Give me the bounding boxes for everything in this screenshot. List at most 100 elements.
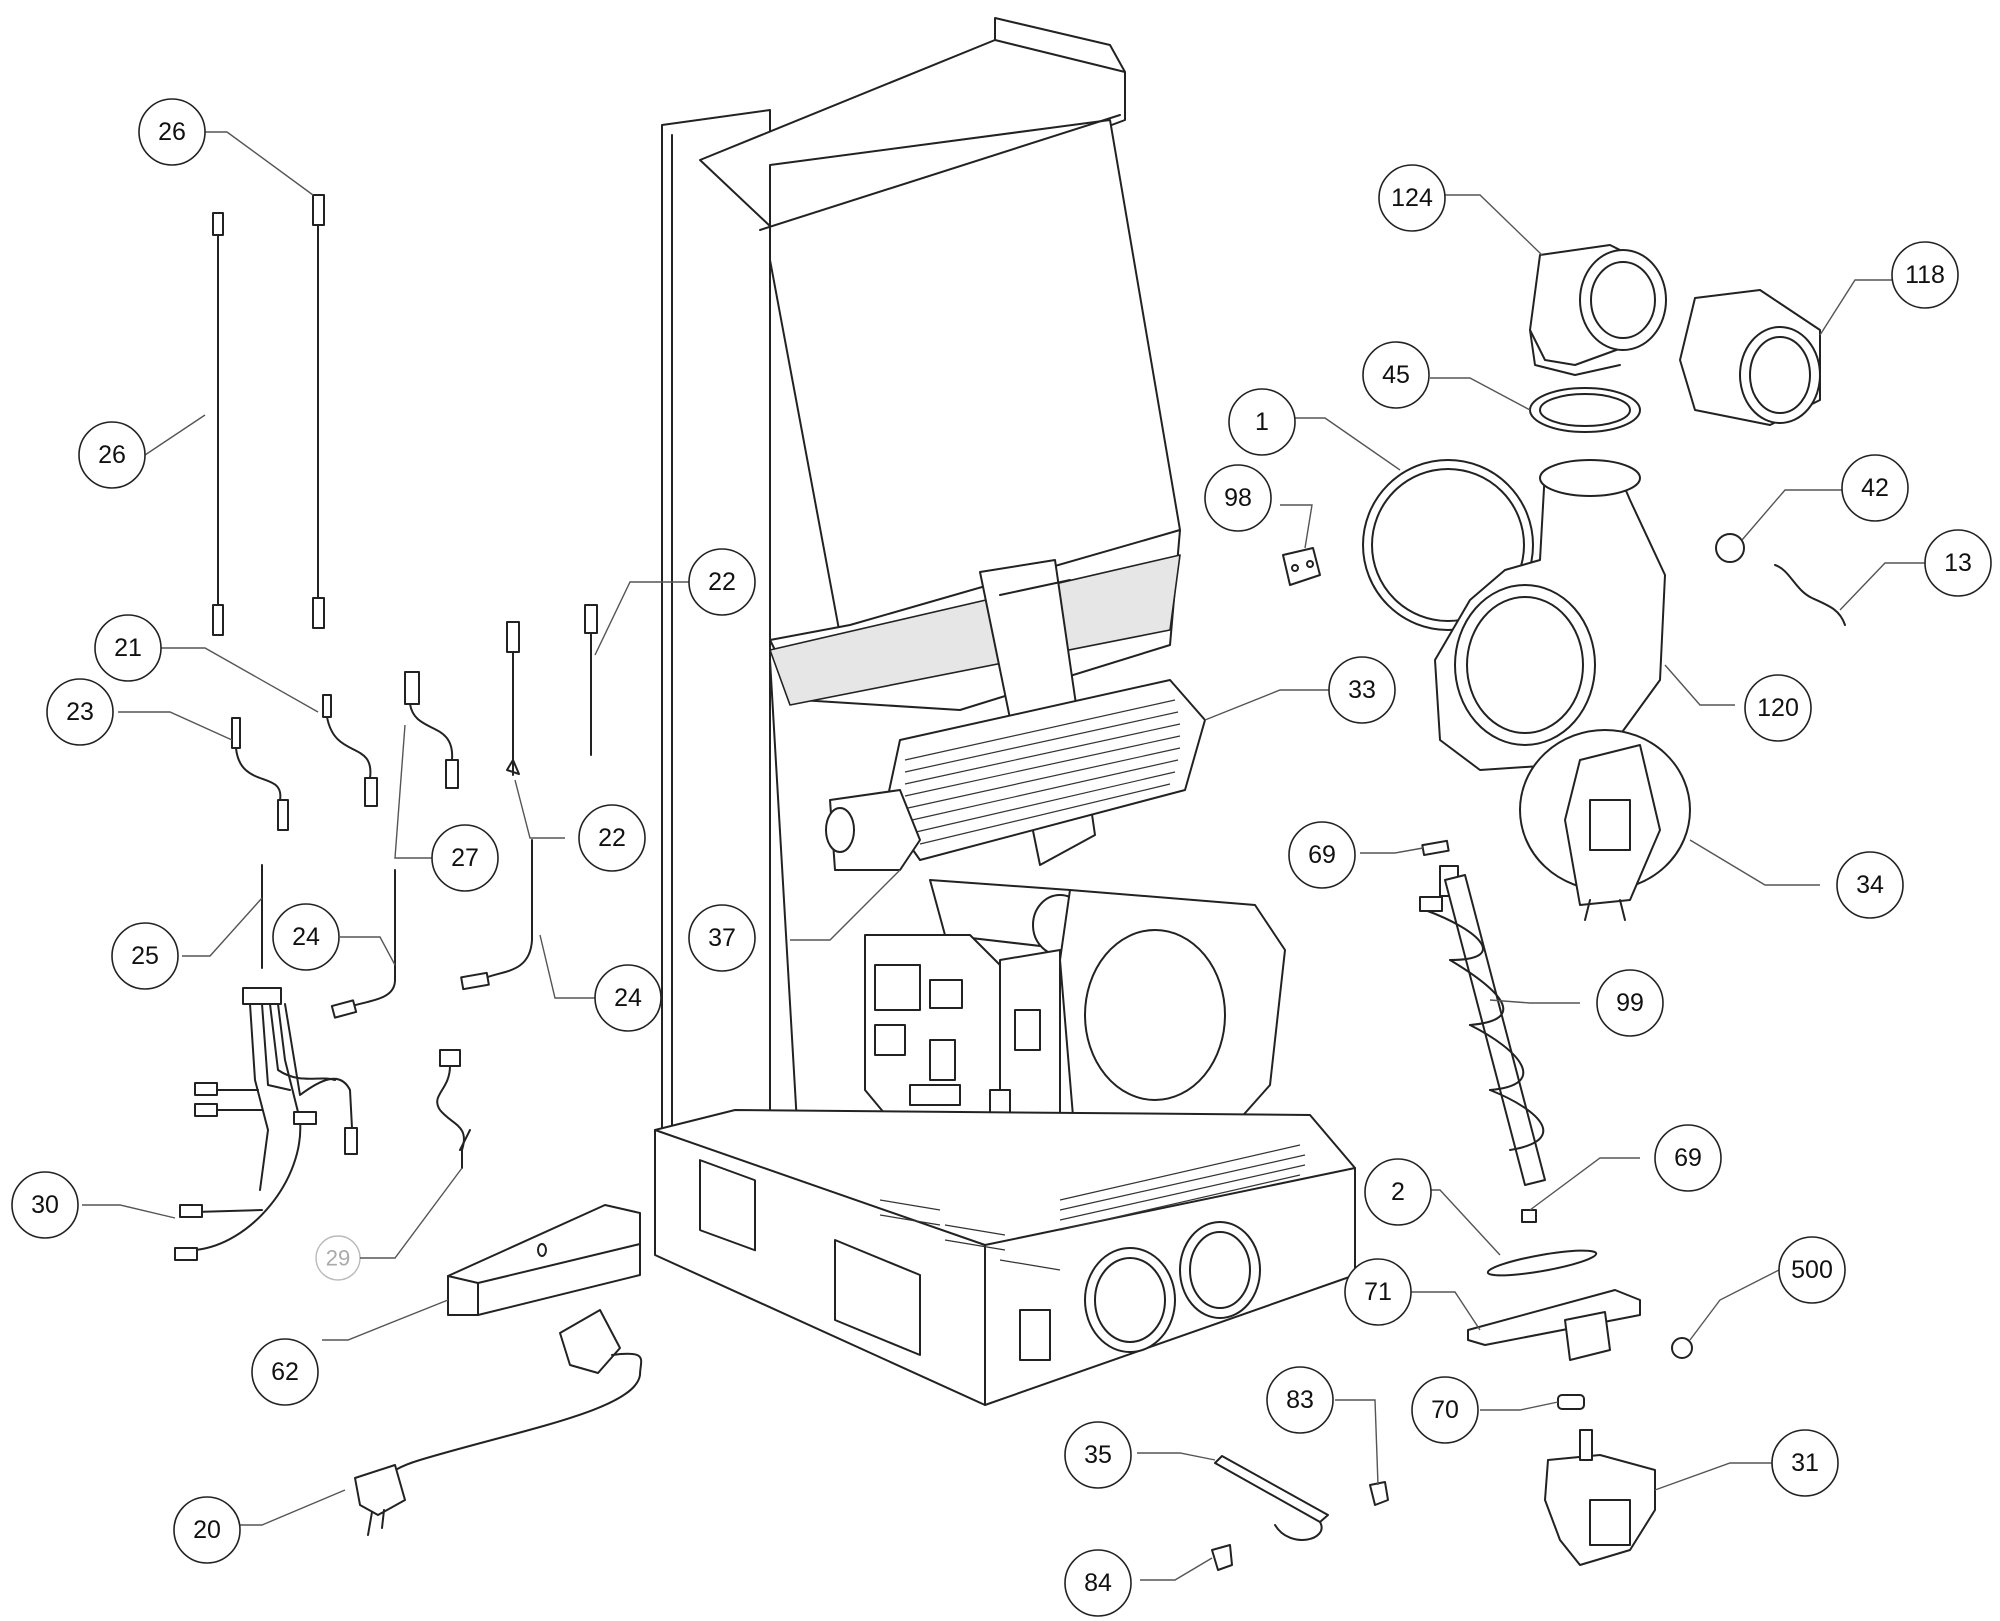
- gasket-1: [1362, 459, 1534, 631]
- callout-98: 98: [1204, 464, 1272, 532]
- callout-33: 33: [1328, 656, 1396, 724]
- pipe-118: [1679, 289, 1821, 426]
- callout-26-mid: 26: [78, 421, 146, 489]
- gear-motor-31: [1544, 1429, 1656, 1566]
- callout-500: 500: [1778, 1236, 1846, 1304]
- svg-text:98: 98: [1224, 484, 1252, 512]
- callout-24-right: 24: [594, 964, 662, 1032]
- callout-37: 37: [688, 904, 756, 972]
- power-cord-20: [354, 1309, 643, 1536]
- gasket-2: [1486, 1249, 1598, 1277]
- callout-42: 42: [1841, 454, 1909, 522]
- thermostat-probe-29: [436, 1049, 471, 1169]
- bracket-62: [447, 1204, 641, 1316]
- callout-35: 35: [1064, 1421, 1132, 1489]
- callout-20: 20: [173, 1496, 241, 1564]
- svg-text:71: 71: [1364, 1278, 1392, 1306]
- callout-99: 99: [1596, 969, 1664, 1037]
- svg-text:21: 21: [114, 634, 142, 662]
- callout-45: 45: [1362, 341, 1430, 409]
- callout-71: 71: [1344, 1258, 1412, 1326]
- svg-text:99: 99: [1616, 989, 1644, 1017]
- svg-text:1: 1: [1255, 408, 1269, 436]
- svg-text:13: 13: [1944, 549, 1972, 577]
- svg-text:22: 22: [708, 568, 736, 596]
- svg-text:124: 124: [1391, 184, 1433, 212]
- blower-housing-120: [1434, 459, 1666, 771]
- callout-2: 2: [1364, 1158, 1432, 1226]
- svg-text:22: 22: [598, 824, 626, 852]
- svg-text:24: 24: [292, 923, 320, 951]
- svg-text:29: 29: [326, 1246, 350, 1271]
- knob-500: [1671, 1337, 1693, 1359]
- svg-text:62: 62: [271, 1358, 299, 1386]
- svg-text:35: 35: [1084, 1441, 1112, 1469]
- svg-text:34: 34: [1856, 871, 1884, 899]
- elbow-124: [1529, 244, 1667, 376]
- svg-text:31: 31: [1791, 1449, 1819, 1477]
- leader-lines: [82, 131, 1925, 1581]
- svg-text:26: 26: [98, 441, 126, 469]
- callout-26-top: 26: [138, 98, 206, 166]
- svg-text:120: 120: [1757, 694, 1799, 722]
- bushing-70: [1557, 1394, 1585, 1410]
- callout-30: 30: [11, 1171, 79, 1239]
- svg-text:83: 83: [1286, 1386, 1314, 1414]
- callout-83: 83: [1266, 1366, 1334, 1434]
- wire-21: [322, 694, 378, 807]
- bracket-98: [1282, 547, 1321, 586]
- svg-text:37: 37: [708, 924, 736, 952]
- flange-71: [1467, 1289, 1641, 1361]
- callouts: 26 26 21 23 22 27 22 25 24 24 30 62 20 3…: [11, 98, 1992, 1617]
- svg-text:118: 118: [1905, 261, 1945, 289]
- callout-31: 31: [1771, 1429, 1839, 1497]
- callout-69-bottom: 69: [1654, 1124, 1722, 1192]
- callout-22-top: 22: [688, 548, 756, 616]
- callout-69-top: 69: [1288, 821, 1356, 889]
- svg-text:23: 23: [66, 698, 94, 726]
- callout-23: 23: [46, 678, 114, 746]
- wire-24-a: [330, 869, 396, 1019]
- wire-23: [231, 717, 289, 831]
- plug-42: [1715, 533, 1745, 563]
- svg-text:69: 69: [1308, 841, 1336, 869]
- blower-fan-34: [1519, 729, 1691, 921]
- callout-24-left: 24: [272, 903, 340, 971]
- auger-99: [1419, 865, 1546, 1186]
- callout-118: 118: [1891, 241, 1959, 309]
- clip-69-top: [1421, 839, 1450, 857]
- svg-text:45: 45: [1382, 361, 1410, 389]
- wire-26-left: [212, 212, 224, 636]
- callout-13: 13: [1924, 529, 1992, 597]
- callout-120: 120: [1744, 674, 1812, 742]
- svg-text:24: 24: [614, 984, 642, 1012]
- callout-22-mid: 22: [578, 804, 646, 872]
- wire-22-b: [584, 604, 598, 756]
- callout-124: 124: [1378, 164, 1446, 232]
- svg-text:500: 500: [1791, 1256, 1833, 1284]
- svg-text:30: 30: [31, 1191, 59, 1219]
- marker-29: 29: [315, 1235, 361, 1281]
- wire-27: [404, 671, 459, 789]
- gasket-45: [1529, 387, 1641, 433]
- svg-text:84: 84: [1084, 1569, 1112, 1597]
- svg-text:27: 27: [451, 844, 479, 872]
- svg-text:26: 26: [158, 118, 186, 146]
- wire-harness-30: [174, 987, 358, 1261]
- callout-84: 84: [1064, 1549, 1132, 1617]
- callout-27: 27: [431, 824, 499, 892]
- callout-21: 21: [94, 614, 162, 682]
- callout-70: 70: [1411, 1376, 1479, 1444]
- callout-34: 34: [1836, 851, 1904, 919]
- callout-1: 1: [1228, 388, 1296, 456]
- svg-text:33: 33: [1348, 676, 1376, 704]
- callout-25: 25: [111, 922, 179, 990]
- svg-text:25: 25: [131, 942, 159, 970]
- rod-35: [1214, 1455, 1329, 1541]
- wire-22-a: [506, 621, 520, 776]
- wire-26-right: [312, 194, 325, 629]
- fitting-84: [1211, 1544, 1233, 1571]
- stove-frame-assembly: [654, 17, 1356, 1406]
- svg-text:42: 42: [1861, 474, 1889, 502]
- svg-text:2: 2: [1391, 1178, 1405, 1206]
